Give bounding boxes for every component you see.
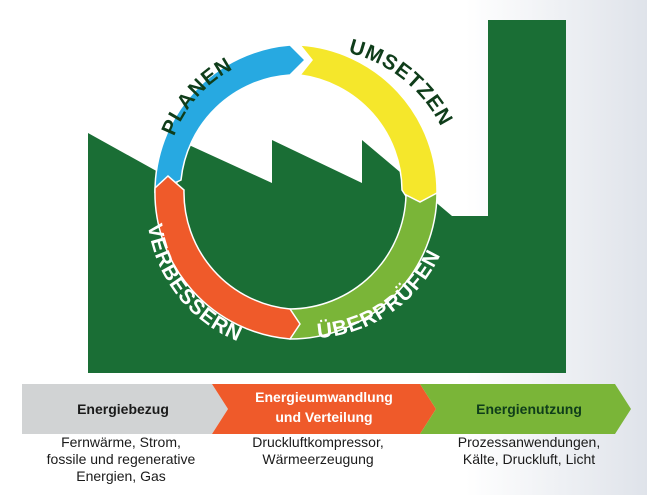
description-line: Prozessanwendungen, bbox=[457, 434, 601, 450]
description-energienutzung: Prozessanwendungen, Kälte, Druckluft, Li… bbox=[429, 434, 629, 468]
flow-label-energieumwandlung-line2: und Verteilung bbox=[275, 409, 372, 425]
cycle-segment-verbessern bbox=[154, 174, 301, 340]
description-line: Kälte, Druckluft, Licht bbox=[462, 451, 596, 467]
description-energieumwandlung: Druckluftkompressor, Wärmeerzeugung bbox=[218, 434, 418, 468]
flow-label-energieumwandlung-line1: Energieumwandlung bbox=[255, 389, 393, 405]
flow-step-energiebezug bbox=[22, 384, 228, 434]
flow-label-energiebezug: Energiebezug bbox=[77, 401, 169, 417]
description-line: Energien, Gas bbox=[76, 468, 166, 484]
description-line: Wärmeerzeugung bbox=[262, 451, 374, 467]
flow-step-energienutzung bbox=[420, 384, 631, 434]
description-line: fossile und regenerative bbox=[46, 451, 196, 467]
flow-label-energienutzung: Energienutzung bbox=[476, 401, 582, 417]
description-line: Fernwärme, Strom, bbox=[61, 434, 181, 450]
description-line: Druckluftkompressor, bbox=[252, 434, 384, 450]
description-energiebezug: Fernwärme, Strom, fossile und regenerati… bbox=[21, 434, 221, 485]
flow-step-energieumwandlung bbox=[212, 384, 436, 434]
